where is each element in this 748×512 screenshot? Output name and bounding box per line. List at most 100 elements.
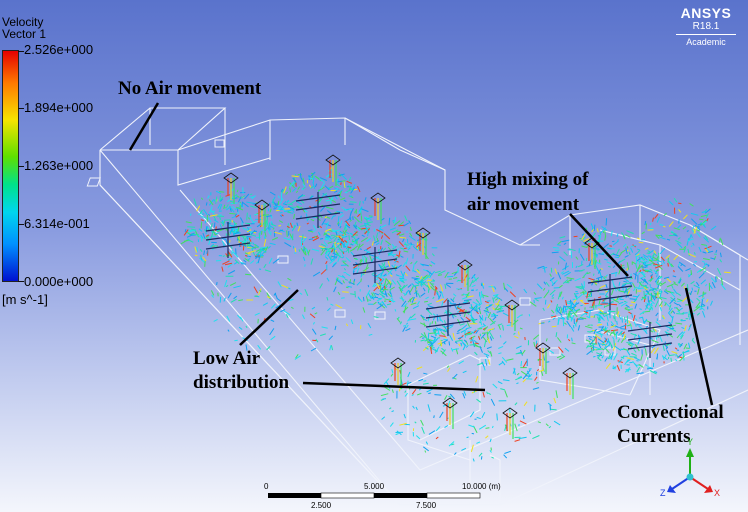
velocity-vector bbox=[639, 275, 646, 279]
velocity-vector bbox=[337, 223, 340, 227]
velocity-vector bbox=[197, 234, 203, 240]
velocity-vector bbox=[603, 296, 608, 303]
velocity-vector bbox=[326, 296, 329, 301]
velocity-vector bbox=[649, 256, 654, 262]
velocity-vector bbox=[665, 254, 671, 259]
velocity-vector bbox=[285, 191, 289, 195]
velocity-vector bbox=[486, 391, 489, 395]
velocity-vector bbox=[699, 267, 707, 272]
velocity-vector bbox=[215, 226, 217, 232]
velocity-vector bbox=[460, 316, 465, 321]
velocity-vector bbox=[326, 277, 330, 282]
velocity-vector bbox=[367, 299, 372, 301]
velocity-vector bbox=[379, 303, 386, 309]
velocity-vector bbox=[240, 235, 248, 238]
velocity-vector bbox=[216, 199, 218, 202]
velocity-vector bbox=[692, 242, 695, 246]
velocity-vector bbox=[715, 249, 718, 253]
annotation-high-mixing-line2: air movement bbox=[467, 194, 580, 215]
velocity-vector bbox=[267, 245, 271, 249]
velocity-vector bbox=[657, 282, 663, 285]
velocity-vector bbox=[673, 281, 676, 284]
velocity-vector bbox=[478, 302, 481, 306]
velocity-vector bbox=[560, 315, 566, 320]
velocity-vector bbox=[478, 424, 487, 430]
velocity-vector bbox=[189, 213, 192, 216]
velocity-vector bbox=[625, 247, 628, 254]
velocity-vector bbox=[671, 315, 674, 324]
velocity-vector bbox=[419, 276, 423, 280]
velocity-vector bbox=[456, 332, 460, 334]
velocity-vector bbox=[481, 282, 485, 289]
velocity-vector bbox=[227, 263, 233, 268]
velocity-vector bbox=[363, 255, 366, 258]
velocity-vector bbox=[621, 316, 623, 323]
velocity-vector bbox=[516, 382, 519, 385]
velocity-vectors bbox=[180, 154, 731, 462]
velocity-vector bbox=[641, 231, 645, 235]
velocity-vector bbox=[321, 248, 324, 252]
velocity-vector bbox=[484, 316, 487, 321]
velocity-vector bbox=[565, 312, 569, 320]
velocity-vector bbox=[650, 347, 656, 354]
axis-label-x: X bbox=[714, 488, 721, 498]
velocity-vector bbox=[476, 398, 481, 403]
velocity-vector bbox=[704, 245, 712, 250]
velocity-vector bbox=[389, 286, 395, 291]
velocity-vector bbox=[682, 354, 685, 361]
velocity-vector bbox=[266, 346, 271, 351]
velocity-vector bbox=[374, 292, 379, 296]
velocity-vector bbox=[193, 198, 197, 207]
velocity-vector bbox=[394, 254, 402, 260]
velocity-vector bbox=[428, 339, 434, 345]
velocity-vector bbox=[624, 308, 630, 312]
velocity-vector bbox=[534, 376, 538, 381]
velocity-vector bbox=[360, 208, 369, 213]
velocity-vector bbox=[396, 231, 402, 236]
velocity-vector bbox=[394, 217, 397, 223]
velocity-vector bbox=[621, 283, 627, 288]
velocity-vector bbox=[566, 279, 572, 283]
velocity-vector bbox=[564, 347, 570, 352]
velocity-vector bbox=[472, 458, 475, 462]
velocity-vector bbox=[656, 261, 660, 265]
velocity-vector bbox=[287, 298, 294, 302]
velocity-vector bbox=[306, 222, 310, 225]
velocity-vector bbox=[238, 299, 243, 302]
velocity-vector bbox=[465, 326, 472, 330]
velocity-vector bbox=[446, 298, 453, 305]
velocity-vector bbox=[645, 325, 649, 328]
velocity-vector bbox=[302, 208, 308, 213]
velocity-vector bbox=[320, 206, 326, 212]
velocity-vector bbox=[585, 257, 588, 262]
velocity-vector bbox=[222, 255, 225, 257]
velocity-vector bbox=[562, 305, 565, 314]
velocity-vector bbox=[623, 243, 627, 248]
velocity-vector bbox=[598, 308, 604, 313]
velocity-vector bbox=[277, 205, 282, 211]
velocity-vector bbox=[543, 291, 549, 299]
velocity-vector bbox=[610, 272, 618, 275]
velocity-vector bbox=[592, 259, 594, 264]
velocity-vector bbox=[617, 338, 621, 343]
velocity-vector bbox=[438, 270, 446, 275]
velocity-vector bbox=[300, 248, 307, 256]
velocity-vector bbox=[210, 243, 215, 248]
velocity-vector bbox=[261, 251, 265, 256]
velocity-vector bbox=[675, 239, 682, 244]
velocity-vector bbox=[404, 423, 410, 426]
velocity-vector bbox=[482, 282, 485, 286]
velocity-vector bbox=[431, 280, 436, 282]
velocity-vector bbox=[664, 301, 671, 308]
velocity-vector bbox=[426, 309, 433, 315]
velocity-vector bbox=[676, 335, 680, 339]
velocity-vector bbox=[399, 321, 403, 325]
velocity-vector bbox=[407, 247, 411, 251]
velocity-vector bbox=[513, 332, 516, 335]
velocity-vector bbox=[630, 244, 637, 248]
velocity-vector bbox=[636, 367, 641, 373]
velocity-vector bbox=[415, 435, 421, 440]
velocity-vector bbox=[492, 297, 495, 303]
velocity-vector bbox=[668, 312, 673, 319]
